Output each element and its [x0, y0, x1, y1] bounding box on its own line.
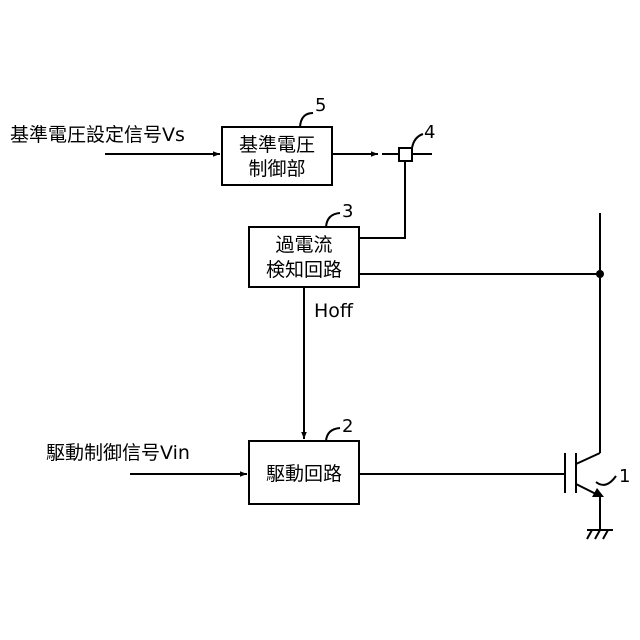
- driver-leader: [326, 428, 340, 441]
- ground-symbol: [587, 530, 613, 539]
- ref-voltage-label-1: 基準電圧: [239, 134, 315, 156]
- igbt-transistor-symbol: [565, 453, 604, 530]
- ref-voltage-label-2: 制御部: [248, 158, 305, 180]
- hoff-label: Hoff: [314, 300, 354, 322]
- transistor-leader: [596, 476, 616, 485]
- driver-ref-number: 2: [342, 416, 353, 437]
- overcurrent-label-1: 過電流: [275, 234, 332, 256]
- vs-input-label: 基準電圧設定信号Vs: [10, 124, 185, 146]
- terminal-box: [399, 148, 412, 161]
- driver-label: 駆動回路: [266, 463, 342, 485]
- overcurrent-leader: [326, 213, 340, 227]
- overcurrent-ref-number: 3: [342, 201, 353, 222]
- terminal-ref-number: 4: [424, 122, 435, 143]
- transistor-ref-number: 1: [619, 466, 630, 487]
- terminal-to-overcurrent-line: [359, 161, 405, 238]
- terminal-leader: [412, 134, 423, 148]
- ref-voltage-leader: [300, 113, 313, 127]
- overcurrent-label-2: 検知回路: [266, 259, 342, 281]
- ref-voltage-ref-number: 5: [315, 95, 326, 116]
- vin-input-label: 駆動制御信号Vin: [46, 442, 190, 464]
